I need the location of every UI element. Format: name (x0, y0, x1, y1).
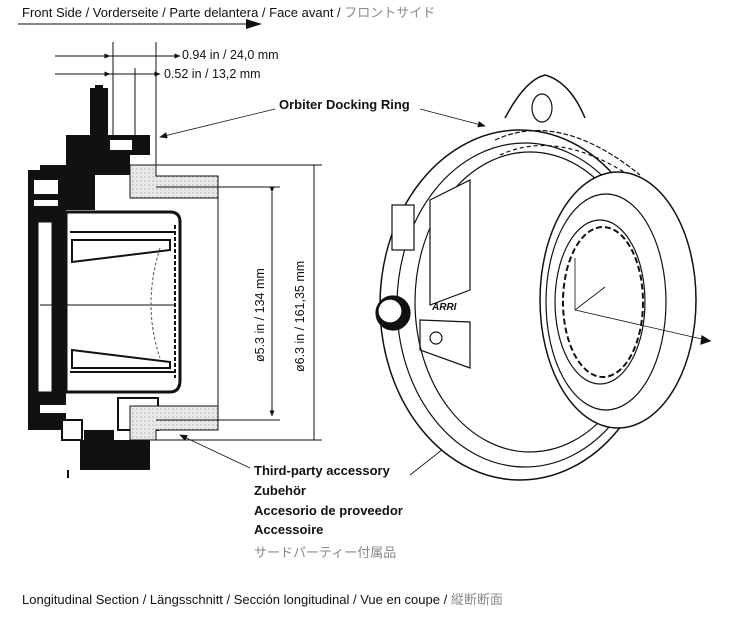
front-side-title: Front Side / Vorderseite / Parte delante… (22, 2, 435, 21)
accessory-label-de: Zubehör (254, 483, 306, 498)
accessory-label-fr: Accessoire (254, 522, 324, 537)
front-side-title-text: Front Side / Vorderseite / Parte delante… (22, 5, 345, 20)
depth-inner-label: 0.52 in / 13,2 mm (164, 67, 261, 81)
section-caption-text: Longitudinal Section / Längsschnitt / Se… (22, 592, 451, 607)
front-direction-arrow (18, 19, 262, 29)
diameter-inner-label: ø5.3 in / 134 mm (253, 268, 267, 362)
accessory-label-es: Accesorio de proveedor (254, 503, 403, 518)
docking-ring-label: Orbiter Docking Ring (279, 97, 410, 112)
section-caption: Longitudinal Section / Längsschnitt / Se… (22, 589, 503, 608)
docking-ring-3d-view (375, 74, 712, 481)
accessory-label-en: Third-party accessory (254, 463, 390, 478)
section-caption-jp: 縦断断面 (450, 592, 503, 607)
depth-outer-label: 0.94 in / 24,0 mm (182, 48, 279, 62)
depth-dimension-lines (55, 42, 181, 165)
front-side-title-jp: フロントサイド (344, 5, 436, 20)
diameter-dimension-lines (156, 164, 322, 441)
diameter-outer-label: ø6.3 in / 161,35 mm (293, 260, 307, 372)
arri-logo: ARRI (431, 302, 457, 313)
accessory-label-jp: サードパーティー付属品 (254, 545, 397, 560)
cross-section-drawing (28, 85, 182, 478)
